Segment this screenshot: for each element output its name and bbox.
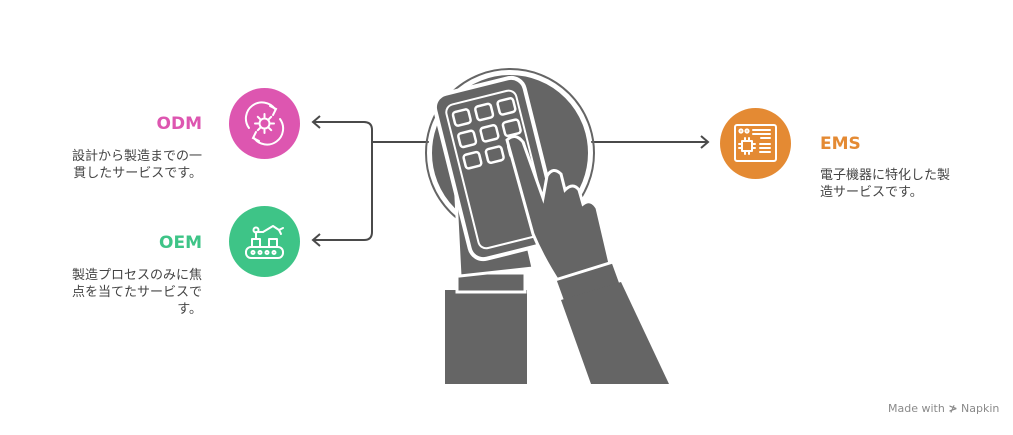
oem-description: 製造プロセスのみに焦 点を当てたサービスで す。 xyxy=(40,267,202,318)
circuit-board-icon xyxy=(734,124,777,162)
oem-description-line: 点を当てたサービスで xyxy=(71,285,202,300)
ems-description-line: 造サービスです。 xyxy=(820,185,923,200)
oem-title: OEM xyxy=(159,233,202,253)
oem-circle xyxy=(229,206,300,277)
odm-description-line: 貫したサービスです。 xyxy=(73,166,202,181)
oem-description-line: 製造プロセスのみに焦 xyxy=(71,268,202,283)
conveyor-robot-arm-icon xyxy=(245,225,284,259)
ems-description-line: 電子機器に特化した製 xyxy=(820,168,951,183)
footer-credit[interactable]: Made with ≯ Napkin xyxy=(888,402,999,415)
oem-description-line: す。 xyxy=(177,302,202,317)
odm-circle xyxy=(229,88,300,159)
footer-text: Made with xyxy=(888,402,945,415)
ems-description: 電子機器に特化した製 造サービスです。 xyxy=(820,167,990,201)
ems-title: EMS xyxy=(820,134,861,154)
odm-title: ODM xyxy=(156,114,202,134)
odm-description: 設計から製造までの一 貫したサービスです。 xyxy=(40,148,202,182)
napkin-logo-icon: ≯ xyxy=(948,402,958,415)
hands-calculator-icon xyxy=(425,68,669,384)
gear-cycle-icon xyxy=(244,101,285,146)
footer-brand: Napkin xyxy=(961,402,1000,415)
odm-description-line: 設計から製造までの一 xyxy=(71,149,202,164)
